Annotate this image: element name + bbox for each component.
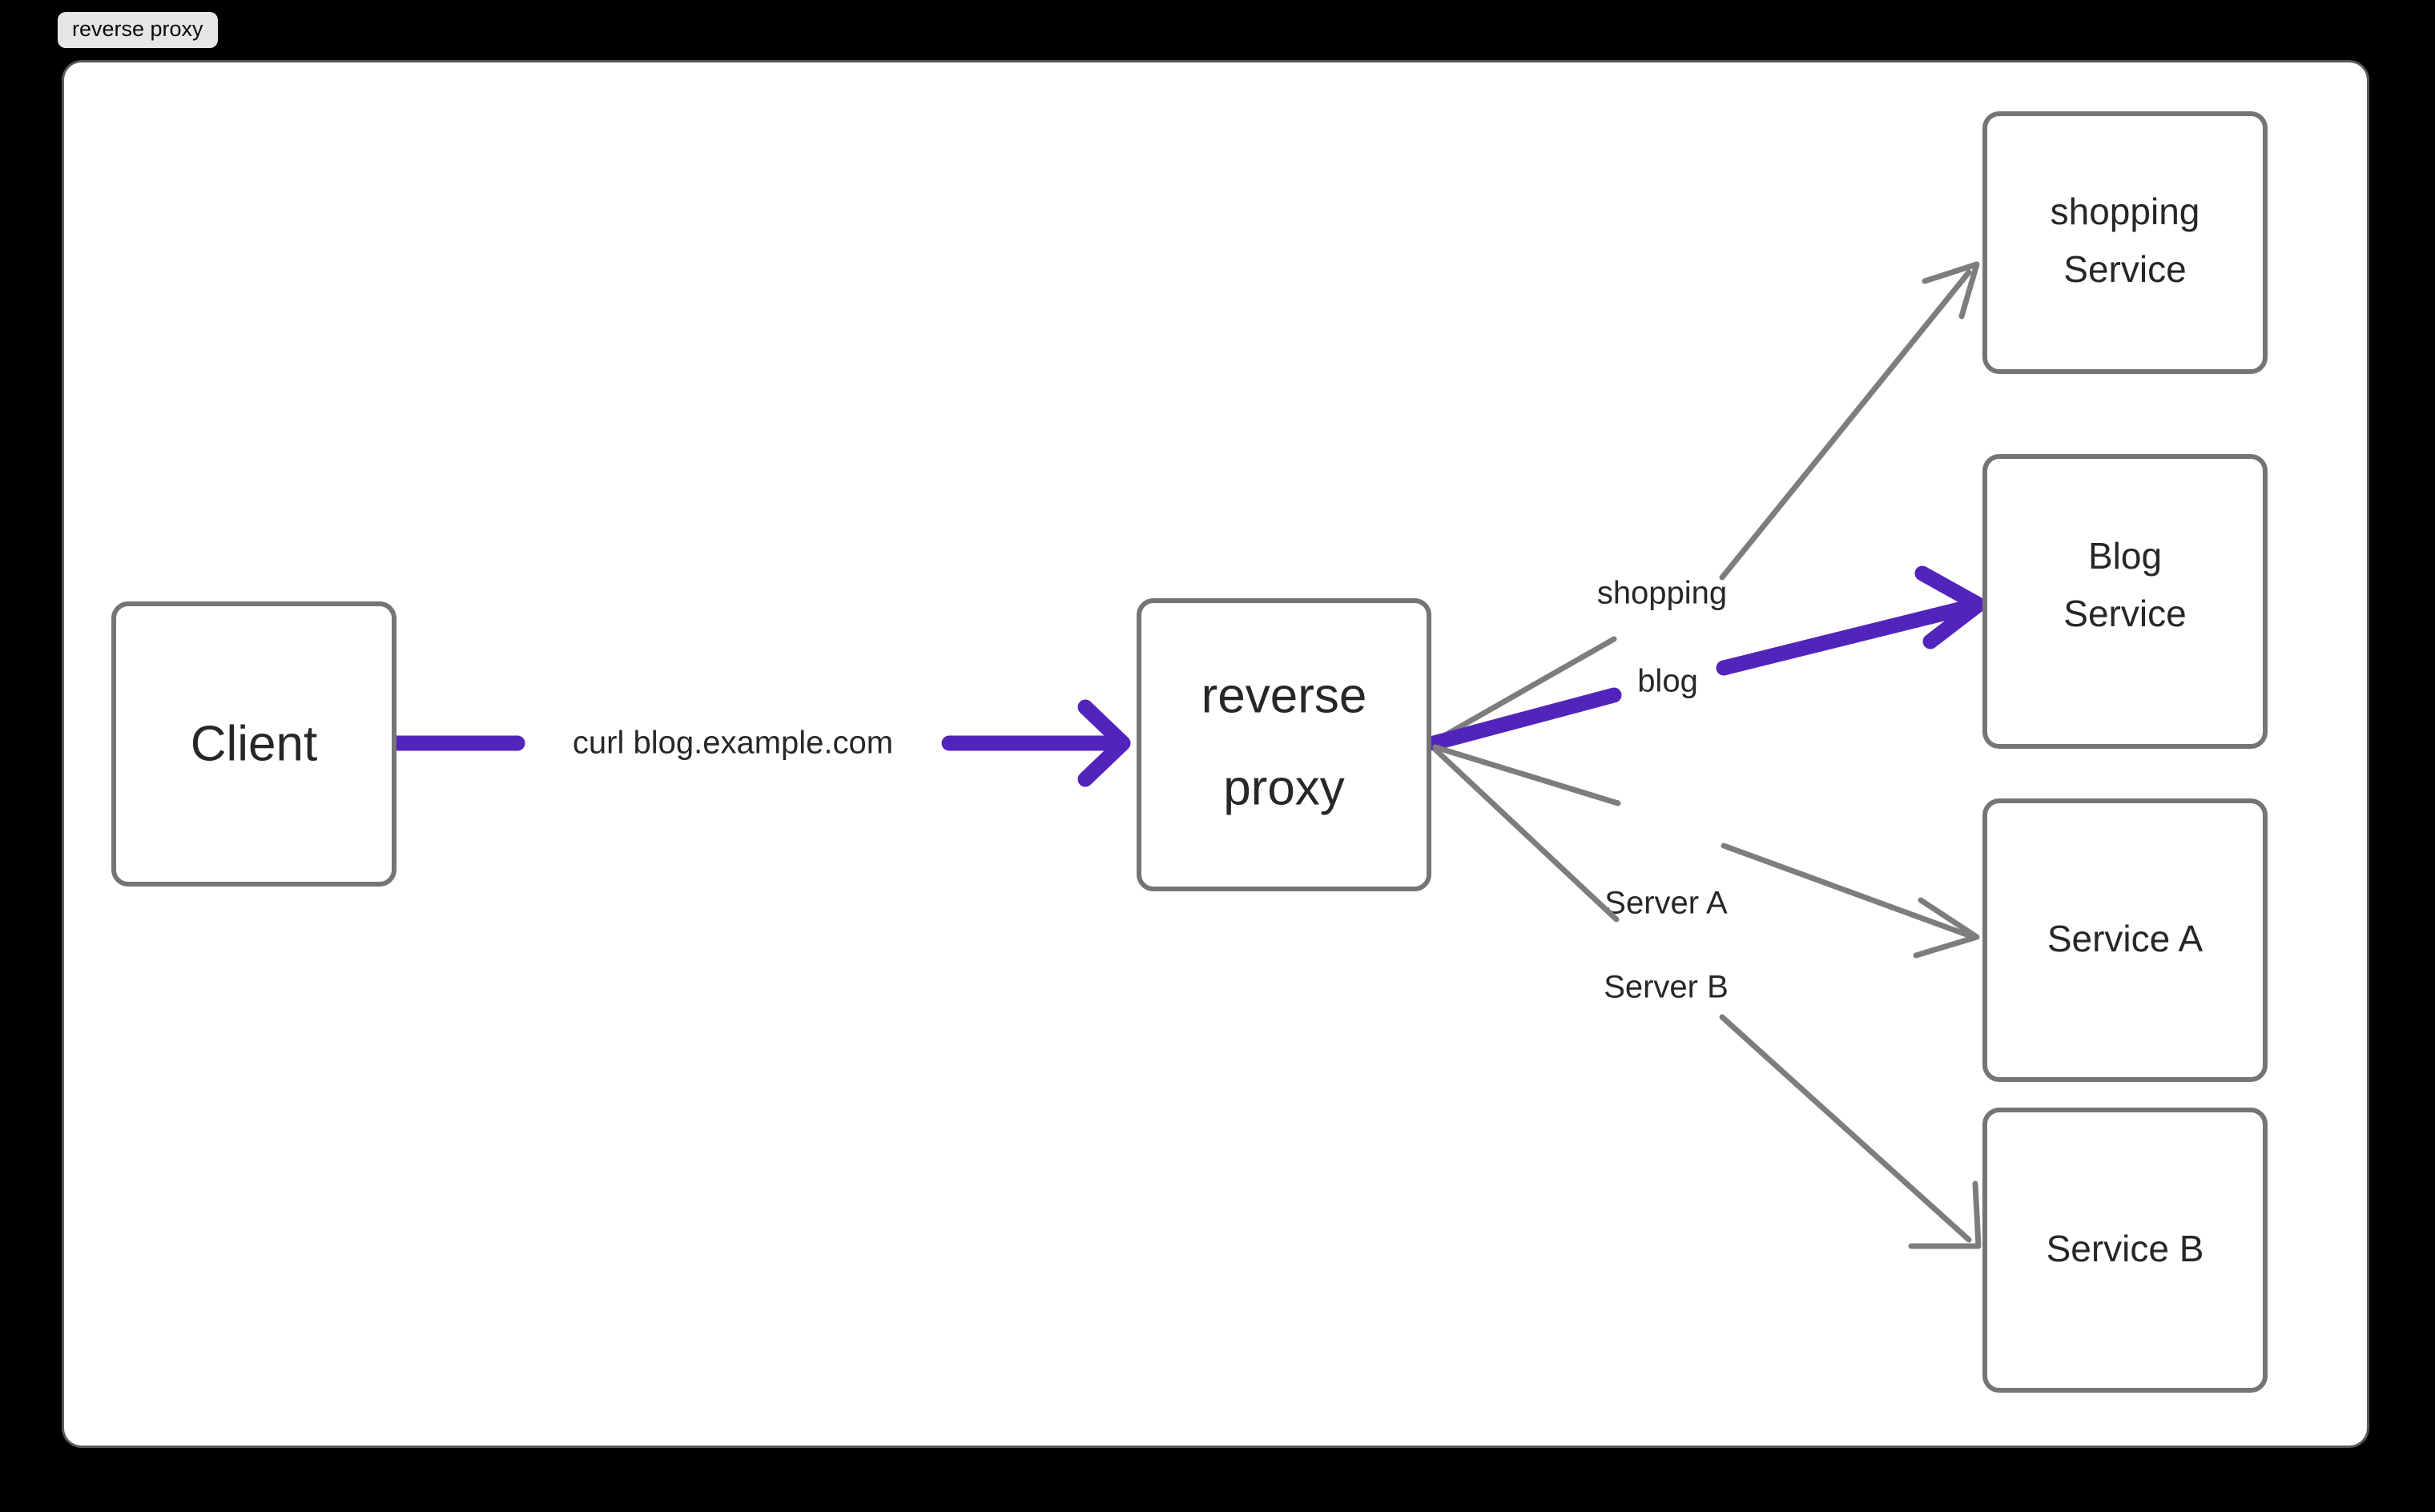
node-client[interactable]: Client [111,601,396,887]
edge-proxy-blog-line-a [1426,687,1622,751]
node-service-b[interactable]: Service B [1982,1108,2268,1393]
edge-proxy-to-serviceB: Server B [1432,746,1982,1249]
node-shopping-service[interactable]: shopping Service [1982,111,2268,374]
node-service-a[interactable]: Service A [1982,798,2268,1082]
node-blog-service-box[interactable] [1982,454,2268,749]
edge-proxy-svcB-arrowhead [1908,1180,1982,1249]
edge-proxy-svcA-line-a [1432,744,1621,806]
edge-proxy-shopping-line-b [1719,269,1972,581]
node-service-b-box[interactable] [1982,1108,2268,1393]
edge-proxy-blog-arrowhead [1914,565,1986,649]
diagram-title-chip: reverse proxy [58,12,218,48]
node-reverse-proxy-label-line2: proxy [1223,760,1345,815]
node-shopping-service-label-line2: Service [2063,248,2186,290]
node-service-b-label: Service B [2047,1228,2204,1269]
node-reverse-proxy-box[interactable] [1137,598,1431,891]
edge-label-shopping: shopping [1597,576,1727,611]
edge-proxy-blog-line-b [1716,599,1977,676]
edge-client-to-proxy: curl blog.example.com [274,699,1131,787]
node-blog-service-label-line2: Service [2063,593,2186,634]
node-service-a-box[interactable] [1982,798,2268,1082]
edge-proxy-to-blog: blog [1426,565,1986,751]
edge-proxy-svcA-arrowhead [1913,897,1980,959]
edge-proxy-shopping-line-a [1432,636,1617,744]
edge-proxy-shopping-arrowhead [1922,261,1980,320]
edge-proxy-svcB-line-a [1432,746,1620,923]
edge-proxy-svcB-line-b [1719,1014,1972,1243]
node-shopping-service-box[interactable] [1982,111,2268,374]
node-shopping-service-label-line1: shopping [2051,191,2200,232]
edge-label-curl: curl blog.example.com [573,726,893,761]
node-reverse-proxy-label-line1: reverse [1201,668,1367,723]
node-client-box[interactable] [111,601,396,887]
edge-proxy-to-shopping: shopping [1432,261,1980,744]
node-blog-service-label-line1: Blog [2088,535,2162,577]
edge-label-server-b: Server B [1604,970,1729,1005]
node-service-a-label: Service A [2047,918,2204,959]
node-client-label: Client [191,716,318,771]
node-blog-service[interactable]: Blog Service [1982,454,2268,749]
diagram-canvas[interactable]: curl blog.example.com shopping blog [64,62,2367,1446]
diagram-svg: curl blog.example.com shopping blog [111,111,2268,1393]
edge-label-blog: blog [1637,664,1698,699]
edge-label-server-a: Server A [1604,886,1728,921]
edge-proxy-svcA-line-b [1721,842,1972,939]
edge-client-proxy-arrowhead [1077,699,1131,787]
node-reverse-proxy[interactable]: reverse proxy [1137,598,1431,891]
edge-proxy-to-serviceA: Server A [1432,744,1980,959]
